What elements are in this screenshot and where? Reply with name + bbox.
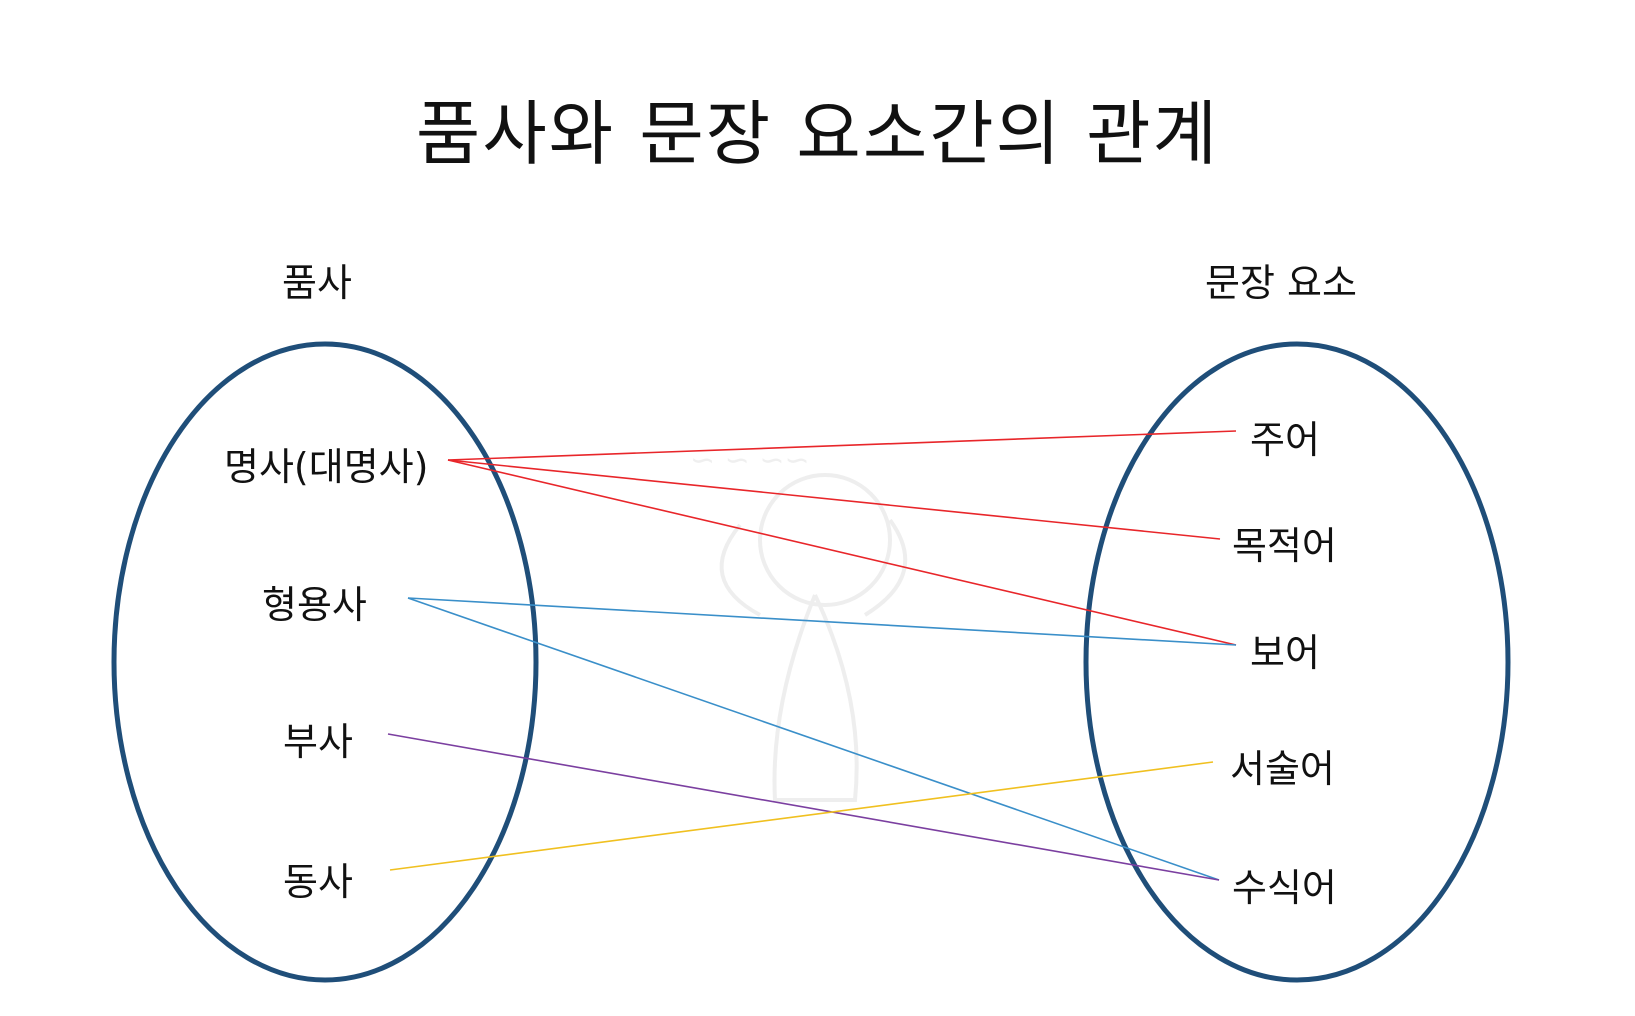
pos-adverb: 부사 [283,711,353,766]
pos-verb: 동사 [283,851,353,906]
element-predicate: 서술어 [1230,738,1335,793]
element-modifier: 수식어 [1232,857,1337,912]
link-noun-to-subject [448,431,1236,460]
pos-noun: 명사(대명사) [224,436,428,491]
pos-adjective: 형용사 [262,574,367,629]
link-verb-to-predicate [390,762,1213,870]
link-noun-to-object [448,460,1220,539]
element-subject: 주어 [1250,409,1320,464]
element-object: 목적어 [1232,515,1337,570]
element-complement: 보어 [1250,622,1320,677]
